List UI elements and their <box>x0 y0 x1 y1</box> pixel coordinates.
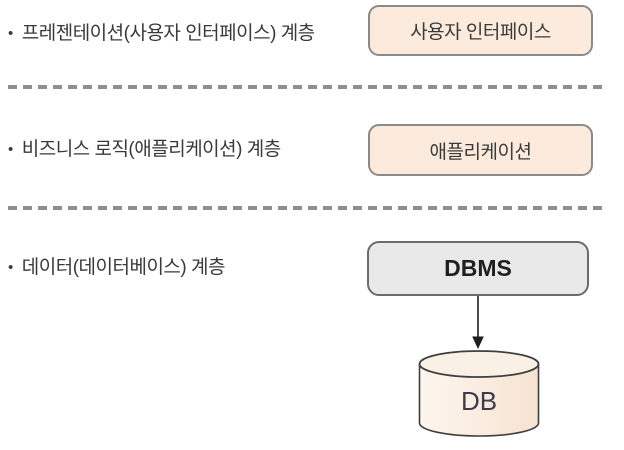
database-cylinder-icon: DB <box>418 350 540 438</box>
box-application: 애플리케이션 <box>368 124 593 176</box>
tier-label-text: 프레젠테이션(사용자 인터페이스) 계층 <box>21 23 315 44</box>
dashed-divider <box>8 85 608 89</box>
dashed-divider <box>8 206 608 210</box>
box-label: 사용자 인터페이스 <box>410 22 551 43</box>
bullet-icon: • <box>8 25 13 42</box>
tier-label-data: • 데이터(데이터베이스) 계층 <box>8 257 225 279</box>
box-label: DBMS <box>444 255 512 281</box>
box-label: 애플리케이션 <box>429 141 532 163</box>
arrow-down-icon <box>469 296 487 350</box>
tier-label-business-logic: • 비즈니스 로직(애플리케이션) 계층 <box>8 139 281 161</box>
box-user-interface: 사용자 인터페이스 <box>368 5 593 56</box>
tier-label-text: 비즈니스 로직(애플리케이션) 계층 <box>21 139 281 160</box>
tier-label-presentation: • 프레젠테이션(사용자 인터페이스) 계층 <box>8 23 315 45</box>
box-dbms: DBMS <box>367 241 589 296</box>
tier-label-text: 데이터(데이터베이스) 계층 <box>21 257 226 278</box>
db-label: DB <box>461 386 497 416</box>
bullet-icon: • <box>8 141 13 158</box>
bullet-icon: • <box>8 259 13 276</box>
